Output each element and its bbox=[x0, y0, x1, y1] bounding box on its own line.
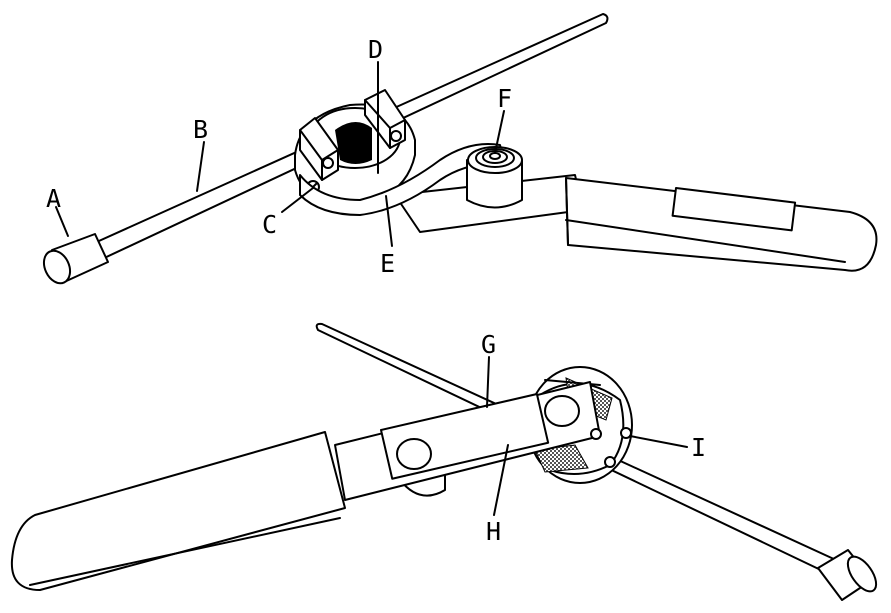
leader-lines bbox=[55, 61, 688, 516]
bottom-assembly bbox=[10, 322, 878, 601]
label-d: D bbox=[368, 35, 383, 64]
top-assembly bbox=[42, 13, 878, 285]
knob-f bbox=[466, 146, 523, 209]
clamp-block-left bbox=[299, 117, 339, 181]
label-g: G bbox=[481, 330, 496, 359]
label-f: F bbox=[497, 84, 512, 113]
label-a: A bbox=[46, 184, 61, 213]
bottom-end-cap bbox=[817, 549, 878, 601]
top-display-window bbox=[671, 187, 797, 232]
bottom-grip-sleeve bbox=[10, 431, 346, 591]
bottom-handle bbox=[334, 381, 602, 501]
label-c: C bbox=[262, 210, 277, 239]
label-b: B bbox=[193, 115, 208, 144]
label-e: E bbox=[380, 249, 395, 278]
grip-a bbox=[42, 233, 109, 285]
part-labels: A B C D E F G H I bbox=[46, 35, 706, 546]
clamp-block-right bbox=[364, 89, 406, 149]
label-i: I bbox=[691, 433, 706, 462]
label-h: H bbox=[486, 517, 501, 546]
